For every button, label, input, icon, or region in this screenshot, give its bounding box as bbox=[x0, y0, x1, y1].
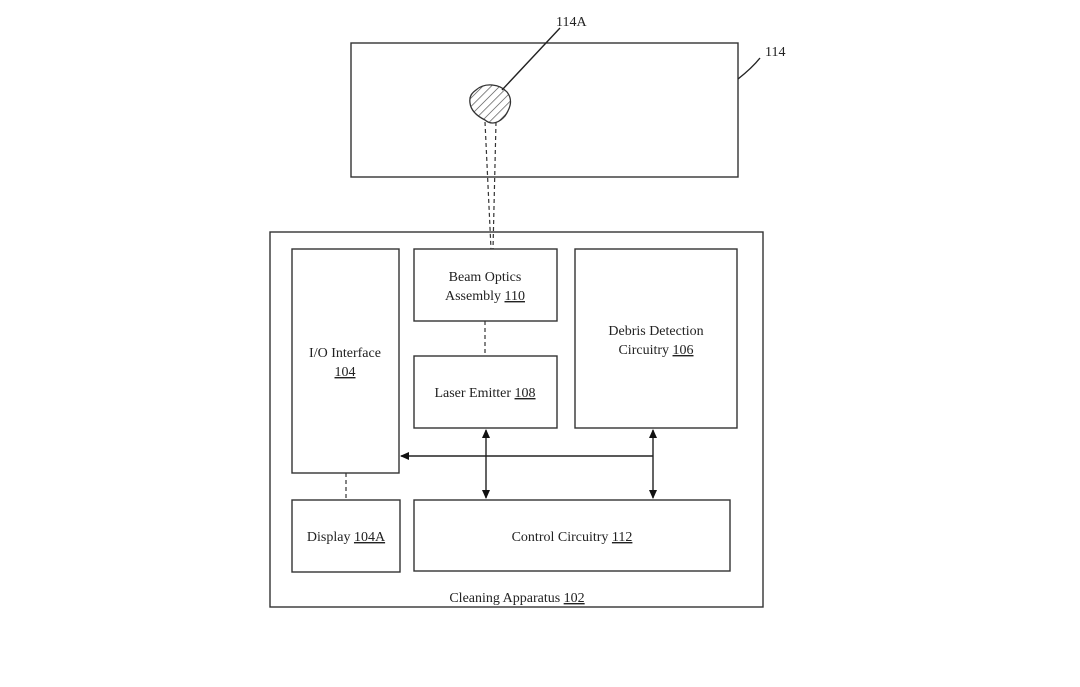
control-circuitry-box bbox=[413, 499, 731, 572]
target-surface-box bbox=[350, 42, 739, 178]
beam-optics-label-line2: Assembly 110 bbox=[445, 289, 525, 304]
debris-spot bbox=[469, 84, 512, 124]
cleaning-apparatus-box bbox=[269, 231, 764, 608]
spot-ref-label: 114A bbox=[556, 15, 587, 30]
io-number: 104 bbox=[335, 365, 356, 380]
display-label: Display 104A bbox=[307, 530, 386, 545]
target-leader-line bbox=[737, 57, 761, 80]
spot-leader-line bbox=[501, 27, 561, 91]
beam-optics-label-line1: Beam Optics bbox=[449, 270, 522, 285]
apparatus-label: Cleaning Apparatus 102 bbox=[449, 591, 584, 606]
target-ref-label: 114 bbox=[765, 45, 785, 60]
laser-emitter-label: Laser Emitter 108 bbox=[434, 386, 535, 401]
io-interface-box bbox=[291, 248, 400, 474]
io-label: I/O Interface bbox=[309, 346, 381, 361]
laser-beam-left bbox=[484, 121, 492, 250]
debris-detection-box bbox=[574, 248, 738, 429]
control-label: Control Circuitry 112 bbox=[512, 530, 633, 545]
display-box bbox=[291, 499, 401, 573]
beam-optics-box bbox=[413, 248, 558, 322]
debris-label-line2: Circuitry 106 bbox=[618, 343, 693, 358]
laser-emitter-box bbox=[413, 355, 558, 429]
laser-beam-right bbox=[492, 121, 497, 250]
debris-label-line1: Debris Detection bbox=[608, 324, 703, 339]
